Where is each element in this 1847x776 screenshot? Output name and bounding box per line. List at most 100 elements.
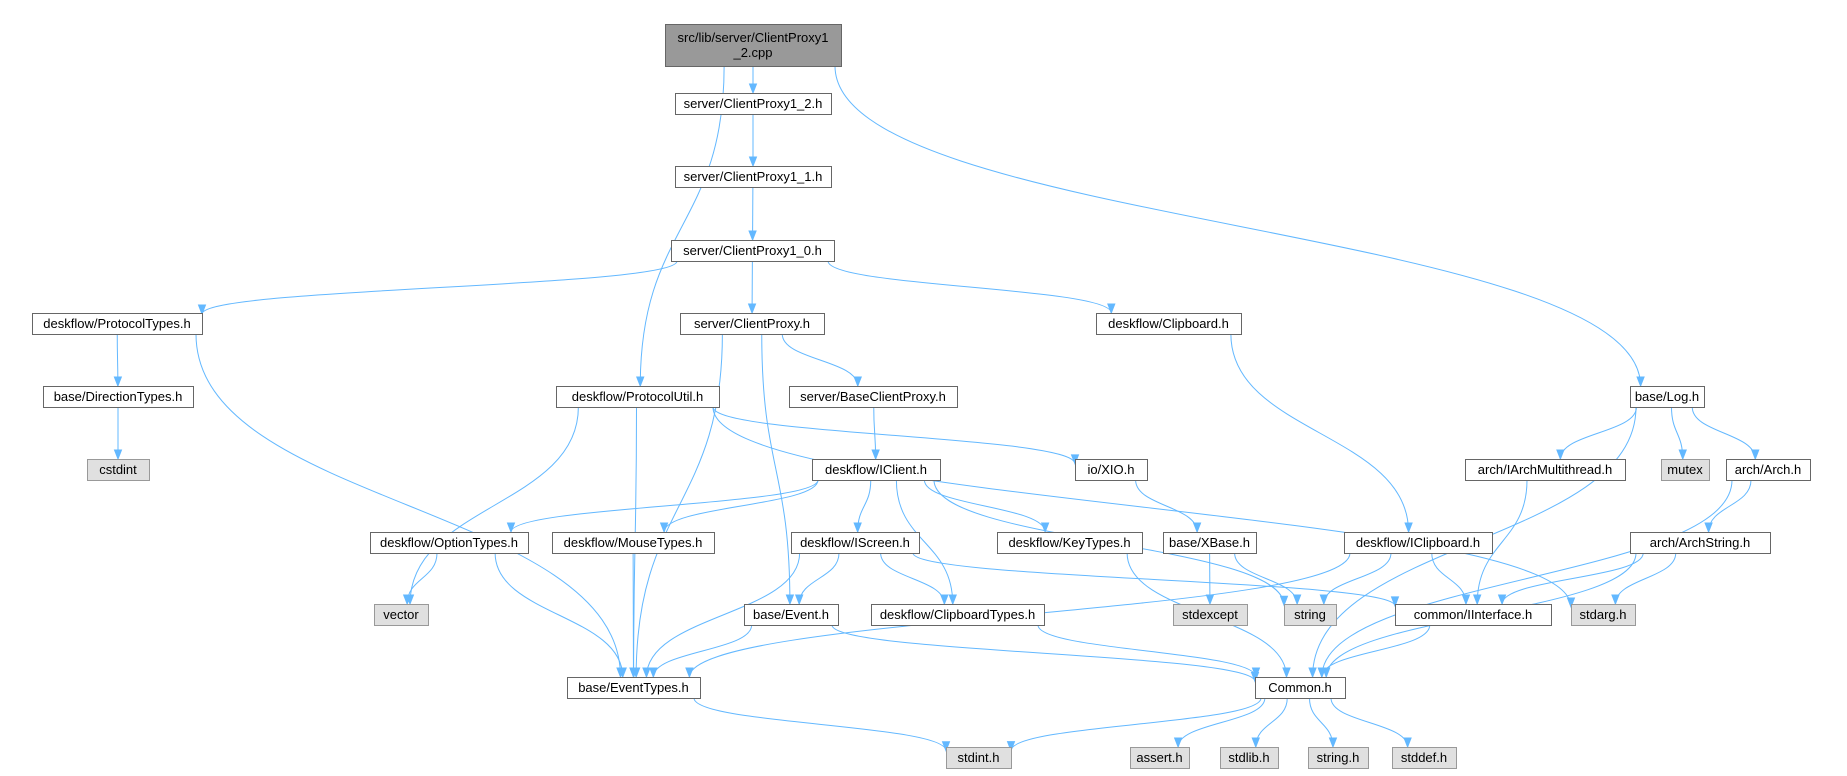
arrowhead-dirtypes-to-cstdint [113, 449, 123, 461]
edge-iscreen-to-event [798, 552, 840, 605]
edge-archstring-to-iinterface [1501, 552, 1644, 605]
node-box-xio [1075, 459, 1148, 481]
arrowhead-archstring-to-stdarg [1611, 594, 1620, 606]
node-keytypes[interactable]: deskflow/KeyTypes.h [997, 532, 1143, 554]
arrowhead-iclient-to-opttypes [506, 522, 516, 534]
node-root[interactable]: src/lib/server/ClientProxy1_2.cpp [665, 24, 842, 67]
node-iinterface[interactable]: common/IInterface.h [1395, 604, 1552, 626]
arrowhead-eventtypes-to-stdint [941, 741, 951, 753]
node-box-archstring [1630, 532, 1771, 554]
node-arch[interactable]: arch/Arch.h [1726, 459, 1811, 481]
node-cproxy[interactable]: server/ClientProxy.h [680, 313, 825, 335]
node-event[interactable]: base/Event.h [744, 604, 839, 626]
node-box-stddef [1392, 747, 1457, 769]
node-label-xio-0: io/XIO.h [1088, 462, 1135, 477]
node-stdlib: stdlib.h [1220, 747, 1279, 769]
node-cp10h[interactable]: server/ClientProxy1_0.h [671, 240, 835, 262]
edge-protutil-to-stdarg [712, 406, 1572, 608]
node-stdexcept: stdexcept [1173, 604, 1248, 626]
node-box-cliptypes [871, 604, 1045, 626]
node-protutil[interactable]: deskflow/ProtocolUtil.h [556, 386, 720, 408]
node-box-dirtypes [43, 386, 194, 408]
node-clipboard[interactable]: deskflow/Clipboard.h [1096, 313, 1242, 335]
node-iarchmt[interactable]: arch/IArchMultithread.h [1465, 459, 1626, 481]
node-label-vector-0: vector [383, 607, 419, 622]
nodes-layer: src/lib/server/ClientProxy1_2.cpp server/… [32, 24, 1811, 769]
arrowhead-root-to-protutil [636, 376, 645, 388]
node-log[interactable]: base/Log.h [1630, 386, 1705, 408]
node-label-stdarg-0: stdarg.h [1580, 607, 1627, 622]
node-label-stdint-0: stdint.h [958, 750, 1000, 765]
node-box-protutil [556, 386, 720, 408]
node-box-stdlib [1220, 747, 1279, 769]
edge-event-to-eventtypes [652, 624, 753, 678]
node-archstring[interactable]: arch/ArchString.h [1630, 532, 1771, 554]
node-xbase[interactable]: base/XBase.h [1163, 532, 1257, 554]
node-label-stddef-0: stddef.h [1401, 750, 1447, 765]
node-label-archstring-0: arch/ArchString.h [1650, 535, 1750, 550]
edge-cproxy-to-event [761, 333, 791, 605]
arrowhead-cproxy-to-basecp [853, 376, 862, 388]
edge-iscreen-to-cliptypes [880, 552, 945, 605]
node-cp12h[interactable]: server/ClientProxy1_2.h [675, 93, 832, 115]
node-stdarg: stdarg.h [1571, 604, 1636, 626]
edge-log-to-arch [1691, 406, 1756, 460]
edge-iclient-to-opttypes [510, 479, 819, 533]
arrowhead-iscreen-to-eventtypes [642, 667, 651, 679]
edge-archstring-to-stdarg [1614, 552, 1677, 605]
edge-iclient-to-mousetypes [663, 479, 819, 533]
edge-cproxy-to-basecp [781, 333, 859, 387]
edge-log-to-iarchmt [1559, 406, 1637, 460]
node-label-arch-0: arch/Arch.h [1735, 462, 1801, 477]
node-cstdint: cstdint [87, 459, 150, 481]
node-box-log [1630, 386, 1705, 408]
node-label-stdexcept-0: stdexcept [1182, 607, 1238, 622]
node-box-arch [1726, 459, 1811, 481]
node-label-common-0: Common.h [1268, 680, 1332, 695]
node-cp11h[interactable]: server/ClientProxy1_1.h [675, 166, 832, 188]
node-cliptypes[interactable]: deskflow/ClipboardTypes.h [871, 604, 1045, 626]
arrowhead-cp11h-to-cp10h [748, 230, 757, 242]
node-label-stdlib-0: stdlib.h [1228, 750, 1269, 765]
node-iclient[interactable]: deskflow/IClient.h [812, 459, 941, 481]
node-box-basecp [789, 386, 958, 408]
arrowhead-iclipboard-to-string [1319, 594, 1329, 606]
node-label-mousetypes-0: deskflow/MouseTypes.h [564, 535, 703, 550]
node-common[interactable]: Common.h [1255, 677, 1346, 699]
node-eventtypes[interactable]: base/EventTypes.h [567, 677, 701, 699]
node-xio[interactable]: io/XIO.h [1075, 459, 1148, 481]
arrowhead-iclient-to-keytypes [1040, 522, 1050, 534]
node-box-stdarg [1571, 604, 1636, 626]
node-opttypes[interactable]: deskflow/OptionTypes.h [370, 532, 529, 554]
edge-common-to-assert [1177, 697, 1266, 748]
edge-iclient-to-keytypes [923, 479, 1046, 533]
edge-opttypes-to-eventtypes [494, 552, 624, 678]
arrowhead-common-to-stddef [1403, 737, 1412, 749]
node-iclipboard[interactable]: deskflow/IClipboard.h [1344, 532, 1493, 554]
arrowhead-mousetypes-to-eventtypes [629, 667, 638, 679]
node-stringh: string.h [1308, 747, 1369, 769]
node-box-xbase [1163, 532, 1257, 554]
node-dirtypes[interactable]: base/DirectionTypes.h [43, 386, 194, 408]
node-box-iinterface [1395, 604, 1552, 626]
edge-iclient-to-cliptypes [895, 479, 954, 605]
node-label-eventtypes-0: base/EventTypes.h [578, 680, 689, 695]
node-basecp[interactable]: server/BaseClientProxy.h [789, 386, 958, 408]
arrowhead-log-to-arch [1751, 449, 1760, 461]
arrowhead-common-to-stdlib [1251, 737, 1260, 749]
node-label-prottypes-0: deskflow/ProtocolTypes.h [43, 316, 190, 331]
node-label-xbase-0: base/XBase.h [1169, 535, 1250, 550]
edge-common-to-stdint [1010, 697, 1262, 751]
node-prottypes[interactable]: deskflow/ProtocolTypes.h [32, 313, 203, 335]
edge-xio-to-xbase [1135, 479, 1198, 533]
arrowhead-iarchmt-to-iinterface [1472, 594, 1482, 606]
node-iscreen[interactable]: deskflow/IScreen.h [791, 532, 920, 554]
node-label-iinterface-0: common/IInterface.h [1414, 607, 1533, 622]
node-label-event-0: base/Event.h [753, 607, 829, 622]
node-assert: assert.h [1130, 747, 1190, 769]
edge-root-to-protutil [639, 65, 725, 387]
node-label-cliptypes-0: deskflow/ClipboardTypes.h [880, 607, 1035, 622]
node-mousetypes[interactable]: deskflow/MouseTypes.h [552, 532, 715, 554]
node-label-root-1: _2.cpp [732, 45, 772, 60]
edge-cp10h-to-clipboard [827, 260, 1112, 314]
